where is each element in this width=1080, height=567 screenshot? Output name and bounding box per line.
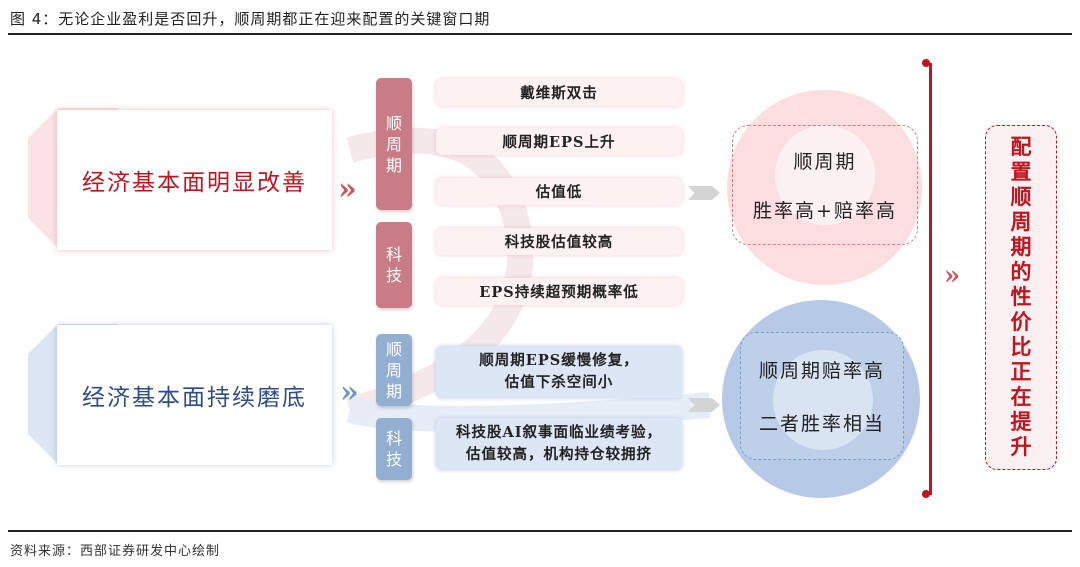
bracket-top-dot — [922, 59, 930, 67]
category-char: 周 — [385, 134, 402, 154]
category-char: 科 — [385, 245, 402, 264]
conclusion-char: 提 — [1010, 410, 1032, 434]
conclusion-char: 配 — [1010, 135, 1032, 159]
conclusion-char: 正 — [1010, 360, 1032, 384]
conclusion-char: 顺 — [1010, 185, 1032, 209]
conclusion-char: 升 — [1010, 435, 1032, 459]
condition-label: 经济基本面明显改善 — [82, 170, 307, 196]
category-char: 期 — [385, 381, 402, 401]
category-tab-cyclical: 顺 周 期 — [376, 78, 412, 210]
conclusion-char: 周 — [1010, 210, 1032, 234]
category-tab-cyclical: 顺 周 期 — [376, 334, 412, 406]
factor-line: 顺周期EPS缓慢修复， — [479, 352, 639, 369]
factor-pill: 戴维斯双击 — [436, 79, 682, 106]
factor-pill: EPS持续超预期概率低 — [436, 278, 682, 305]
conclusion-char: 期 — [1010, 235, 1032, 259]
category-char: 期 — [385, 155, 402, 175]
factor-line: 估值下杀空间小 — [504, 374, 614, 391]
factor-line: 估值较高，机构持仓较拥挤 — [466, 446, 652, 463]
condition-label: 经济基本面持续磨底 — [82, 385, 307, 411]
factor-pill: 估值低 — [436, 178, 682, 205]
factor-pill: 科技股估值较高 — [436, 228, 682, 255]
factor-pill: 顺周期EPS缓慢修复， 估值下杀空间小 — [436, 346, 682, 398]
double-chevron-icon: » — [340, 375, 359, 410]
result-line-1: 顺周期赔率高 — [758, 360, 885, 382]
category-tab-tech: 科 技 — [376, 222, 412, 308]
chevron-right-icon — [688, 186, 720, 200]
result-line-2: 胜率高+赔率高 — [753, 200, 897, 222]
double-chevron-icon: » — [338, 172, 357, 207]
condition-box-improving: 经济基本面明显改善 — [57, 110, 332, 250]
top-rule — [8, 33, 1072, 35]
bottom-rule — [8, 530, 1072, 532]
category-char: 科 — [385, 429, 402, 448]
factor-line: 科技股AI叙事面临业绩考验， — [455, 424, 663, 441]
source-note: 资料来源：西部证券研发中心绘制 — [10, 544, 221, 559]
bracket-line — [929, 63, 932, 495]
factor-pill: 科技股AI叙事面临业绩考验， 估值较高，机构持仓较拥挤 — [436, 418, 682, 470]
category-tab-tech: 科 技 — [376, 418, 412, 480]
conclusion-char: 比 — [1010, 335, 1032, 359]
conclusion-box: 配 置 顺 周 期 的 性 价 比 正 在 提 升 — [985, 125, 1057, 470]
conclusion-char: 置 — [1010, 160, 1032, 184]
figure-title: 图 4：无论企业盈利是否回升，顺周期都正在迎来配置的关键窗口期 — [10, 10, 491, 28]
result-circle-inner — [775, 125, 875, 225]
condition-box-bottoming: 经济基本面持续磨底 — [57, 325, 332, 465]
result-line-1: 顺周期 — [793, 151, 857, 173]
result-box-bottoming: 顺周期赔率高 二者胜率相当 — [740, 332, 904, 460]
chevron-right-icon — [688, 398, 720, 412]
result-box-improving: 顺周期 胜率高+赔率高 — [732, 125, 918, 245]
category-char: 技 — [385, 450, 402, 469]
conclusion-char: 在 — [1010, 385, 1032, 409]
double-chevron-icon: » — [944, 261, 960, 291]
category-char: 技 — [385, 266, 402, 285]
conclusion-char: 的 — [1010, 260, 1032, 284]
result-circle-inner — [773, 350, 873, 450]
factor-pill: 顺周期EPS上升 — [436, 128, 682, 155]
category-char: 周 — [385, 360, 402, 380]
bracket-bottom-dot — [922, 490, 930, 498]
category-char: 顺 — [385, 113, 402, 133]
conclusion-char: 价 — [1010, 310, 1032, 334]
category-char: 顺 — [385, 339, 402, 359]
conclusion-char: 性 — [1010, 285, 1032, 309]
result-line-2: 二者胜率相当 — [758, 413, 885, 435]
